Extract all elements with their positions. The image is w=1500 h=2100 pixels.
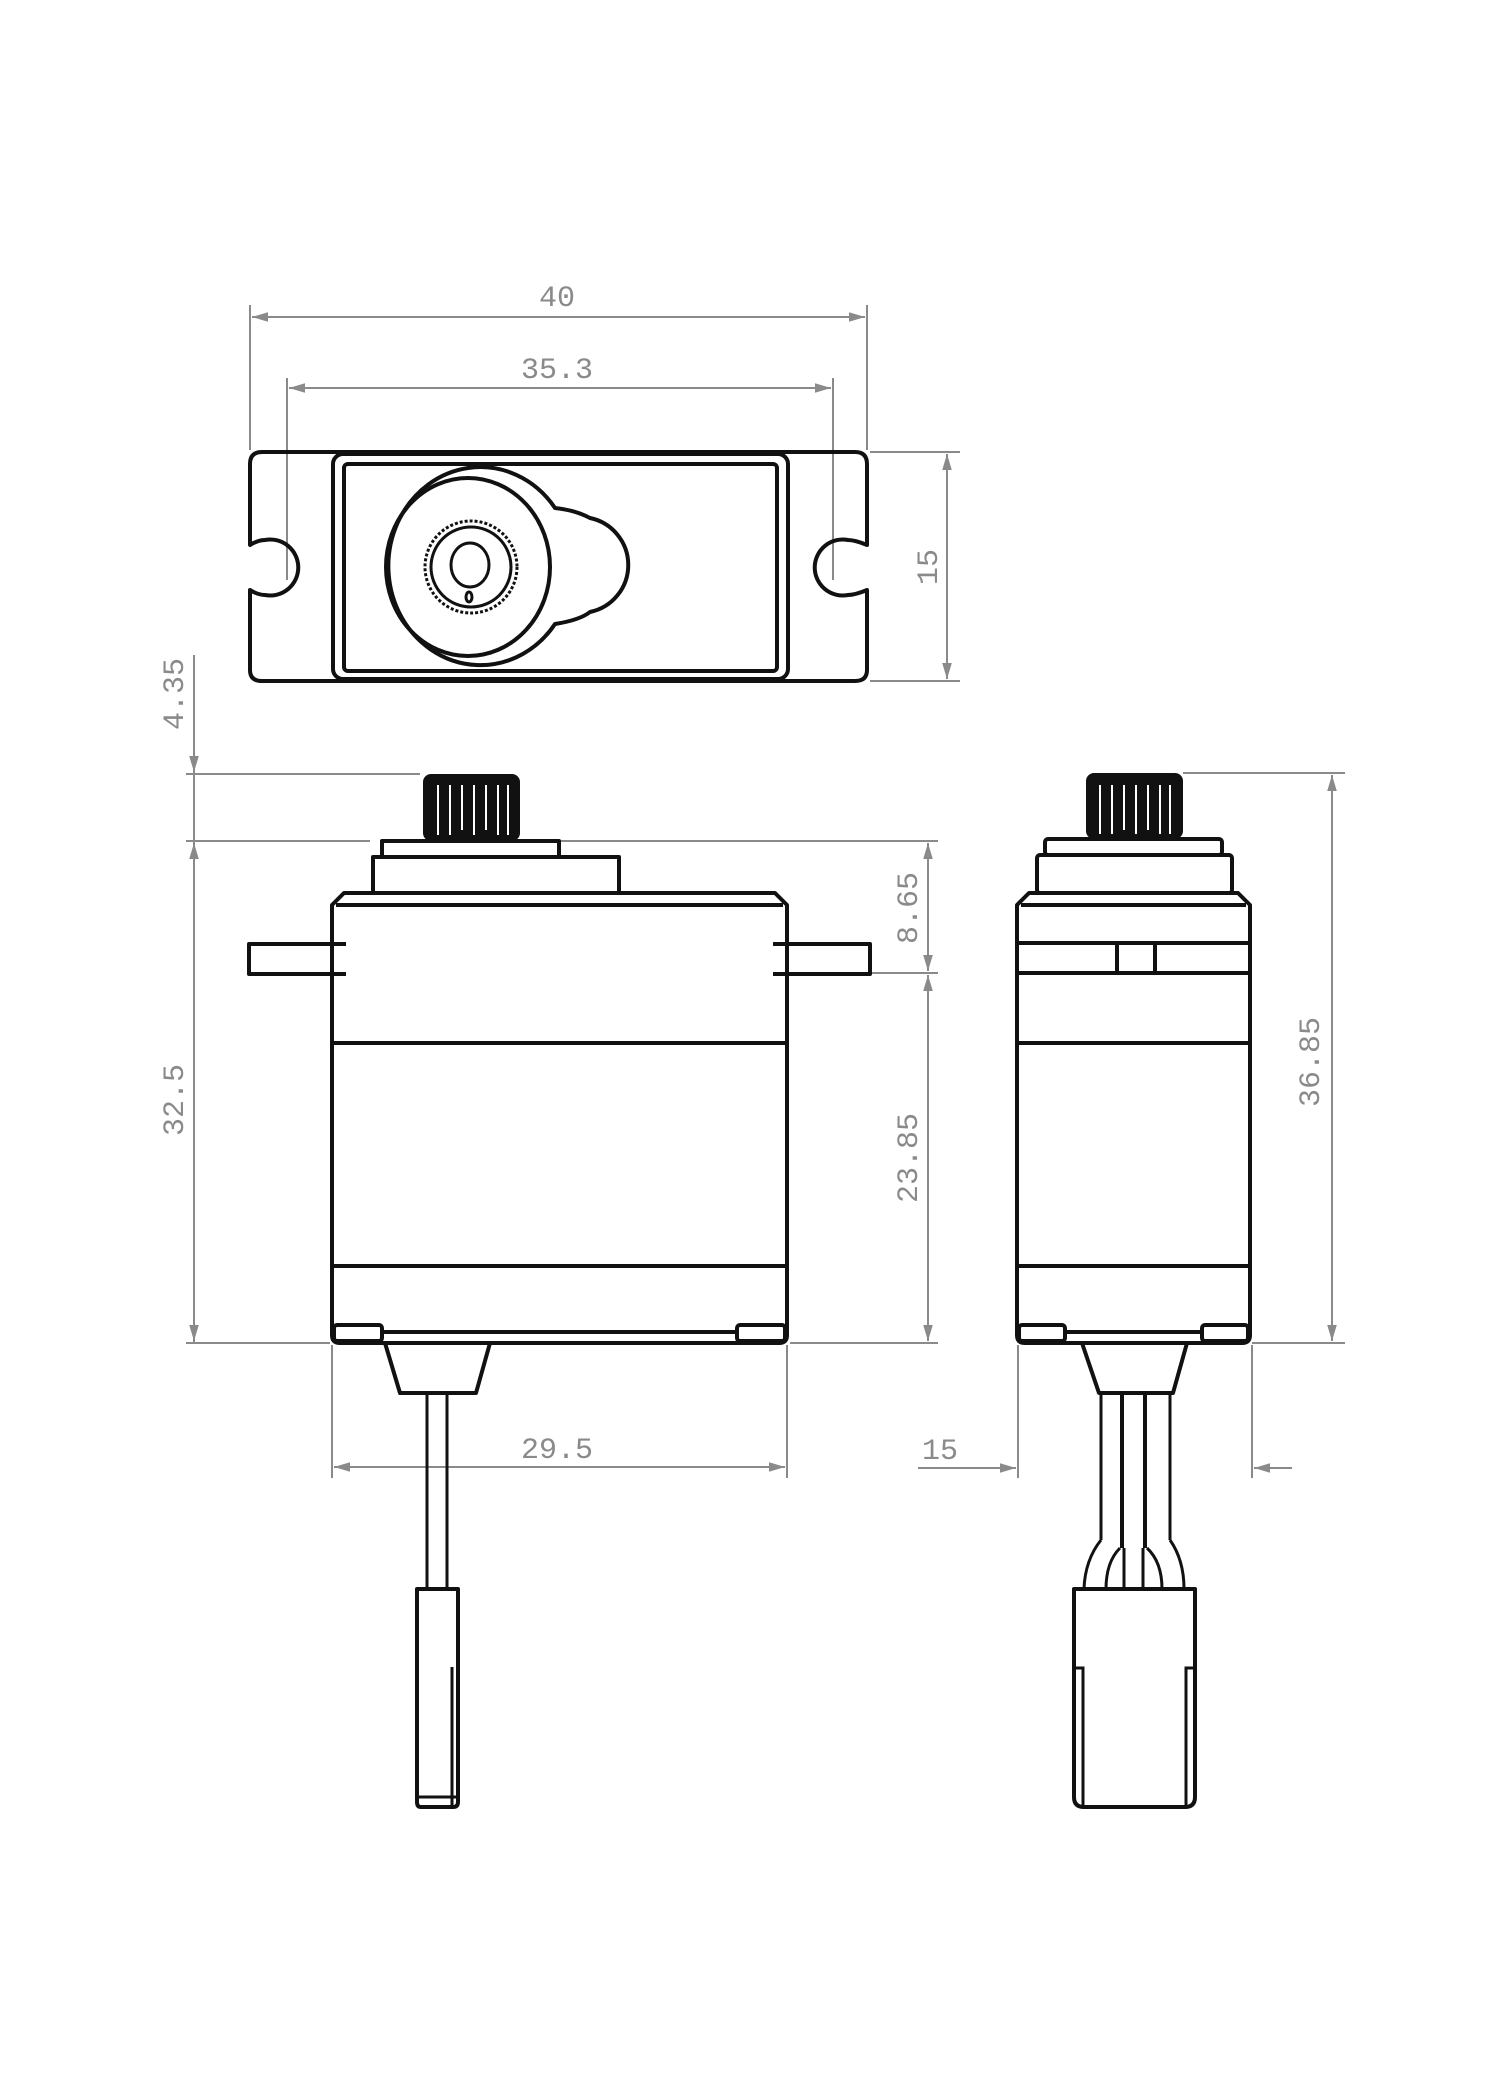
dim-label-body-length: 29.5 xyxy=(520,1434,594,1468)
dim-label-spline-height: 4.35 xyxy=(159,657,193,731)
dim-label-tab-to-bottom: 23.85 xyxy=(893,1112,927,1204)
top-view xyxy=(248,305,960,683)
front-view xyxy=(186,655,938,1809)
dim-label-hole-spacing: 35.3 xyxy=(520,354,594,388)
dim-label-top-width: 15 xyxy=(913,548,947,586)
dim-label-body-height: 32.5 xyxy=(159,1063,193,1137)
dim-label-overall-height: 36.85 xyxy=(1295,1016,1329,1108)
side-view xyxy=(918,772,1345,1809)
dim-label-top-to-tab: 8.65 xyxy=(893,871,927,945)
dim-label-overall-length: 40 xyxy=(538,282,576,316)
dim-label-side-width: 15 xyxy=(921,1435,959,1469)
